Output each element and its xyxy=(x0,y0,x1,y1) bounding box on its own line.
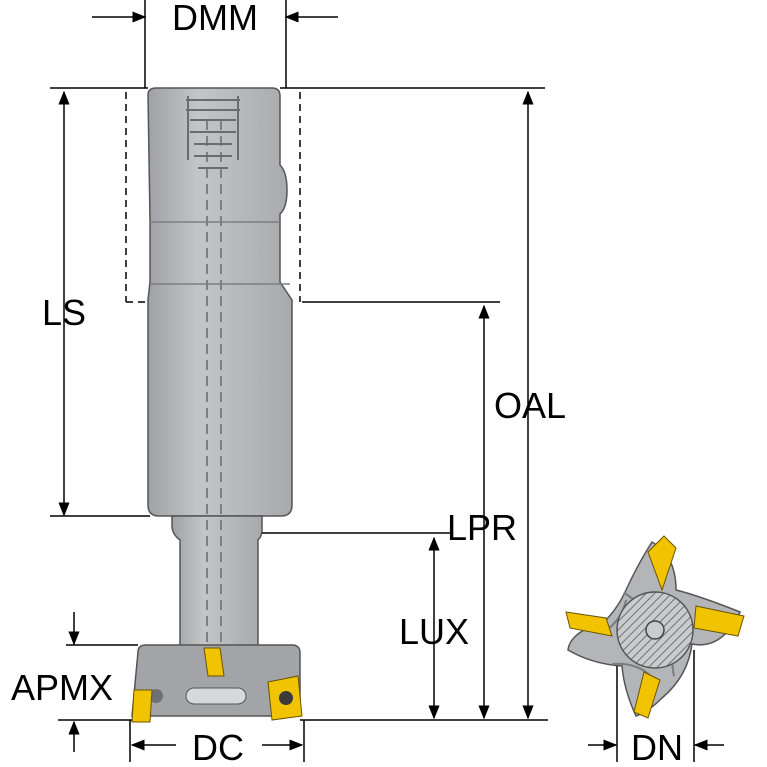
end-view-coolant-hole xyxy=(645,620,665,640)
end-view-insert-right xyxy=(693,605,745,637)
end-view-insert-bottom xyxy=(633,671,661,719)
head-screw-hole xyxy=(149,689,163,703)
label-dn: DN xyxy=(631,727,683,767)
end-view-insert-top xyxy=(647,535,677,592)
tool-head xyxy=(131,644,301,717)
dashed-reference-lines xyxy=(125,92,301,303)
label-dmm: DMM xyxy=(172,0,258,38)
insert-center xyxy=(203,647,225,677)
tool-neck xyxy=(171,515,263,649)
end-view-insert-left xyxy=(565,611,613,637)
label-ls: LS xyxy=(42,292,86,333)
insert-screw xyxy=(279,691,293,705)
insert-left xyxy=(131,689,153,723)
shank-thread-detail xyxy=(186,96,240,169)
tool-end-view xyxy=(565,535,745,719)
label-dc: DC xyxy=(192,727,244,767)
label-oal: OAL xyxy=(494,385,566,426)
label-lux: LUX xyxy=(399,611,469,652)
dimension-lines xyxy=(50,0,724,762)
label-apmx: APMX xyxy=(11,667,113,708)
label-lpr: LPR xyxy=(447,507,517,548)
tool-side-view xyxy=(131,87,303,723)
